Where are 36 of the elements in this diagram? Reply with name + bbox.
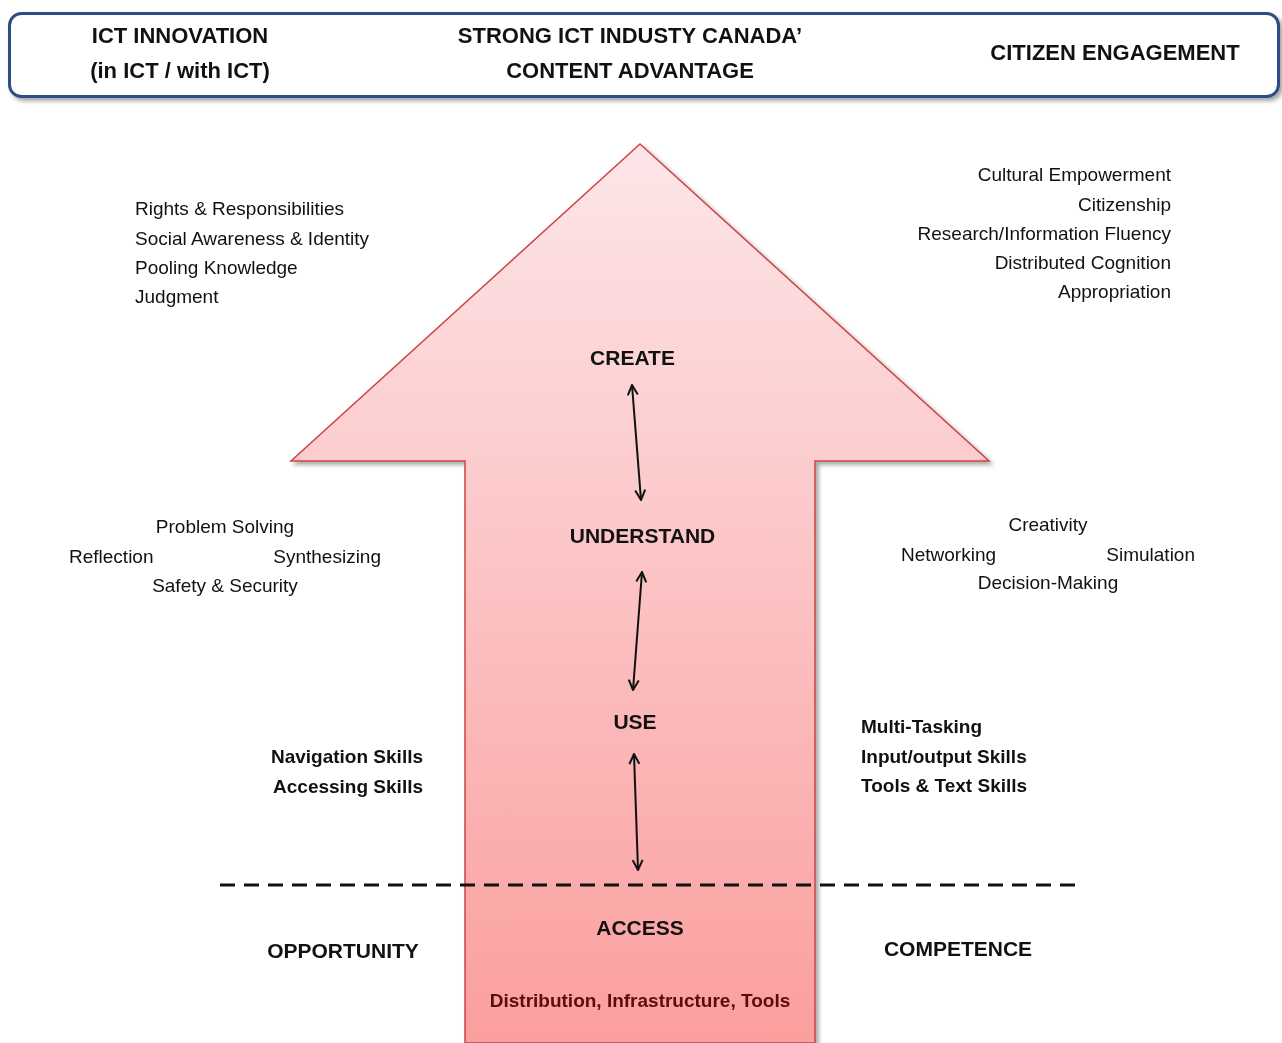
banner-heading: ICT INNOVATION (in ICT / with ICT) xyxy=(89,22,271,85)
banner-heading: CITIZEN ENGAGEMENT xyxy=(989,39,1241,67)
competency-label: Rights & Responsibilities xyxy=(135,197,345,221)
competency-label: Cultural Empowerment xyxy=(977,163,1171,187)
competency-label: Networking xyxy=(901,543,997,567)
double-arrow xyxy=(628,753,644,871)
competency-label: Appropriation xyxy=(1057,280,1171,304)
double-arrow xyxy=(626,384,647,501)
axis-heading: OPPORTUNITY xyxy=(267,939,419,963)
competency-label: Citizenship xyxy=(1078,193,1171,217)
competency-label: Research/Information Fluency xyxy=(917,222,1171,246)
skill-label: Multi-Tasking xyxy=(861,715,983,739)
skill-label: Accessing Skills xyxy=(273,775,423,799)
stage-label: UNDERSTAND xyxy=(569,524,716,548)
stage-label: ACCESS xyxy=(596,916,684,940)
competency-label: Simulation xyxy=(1106,543,1195,567)
stage-label: USE xyxy=(613,710,657,734)
banner-box xyxy=(8,12,1280,98)
competency-label: Creativity xyxy=(1008,513,1088,537)
skill-label: Tools & Text Skills xyxy=(861,774,1028,798)
stage-description: Distribution, Infrastructure, Tools xyxy=(489,990,791,1012)
competency-label: Synthesizing xyxy=(273,545,381,569)
competency-label: Decision-Making xyxy=(977,571,1119,595)
banner-heading: STRONG ICT INDUSTY CANADA’ CONTENT ADVANTAGE xyxy=(456,22,804,85)
double-arrow xyxy=(627,571,648,691)
competency-label: Pooling Knowledge xyxy=(135,256,298,280)
competency-label: Safety & Security xyxy=(152,574,298,598)
skill-label: Navigation Skills xyxy=(270,745,423,769)
competency-label: Problem Solving xyxy=(155,515,295,539)
competency-label: Reflection xyxy=(69,545,154,569)
competency-label: Judgment xyxy=(135,285,219,309)
stage-label: CREATE xyxy=(590,345,675,370)
competency-label: Social Awareness & Identity xyxy=(135,227,370,251)
axis-heading: COMPETENCE xyxy=(883,937,1033,961)
skill-label: Input/output Skills xyxy=(861,745,1027,769)
competency-label: Distributed Cognition xyxy=(994,251,1171,275)
